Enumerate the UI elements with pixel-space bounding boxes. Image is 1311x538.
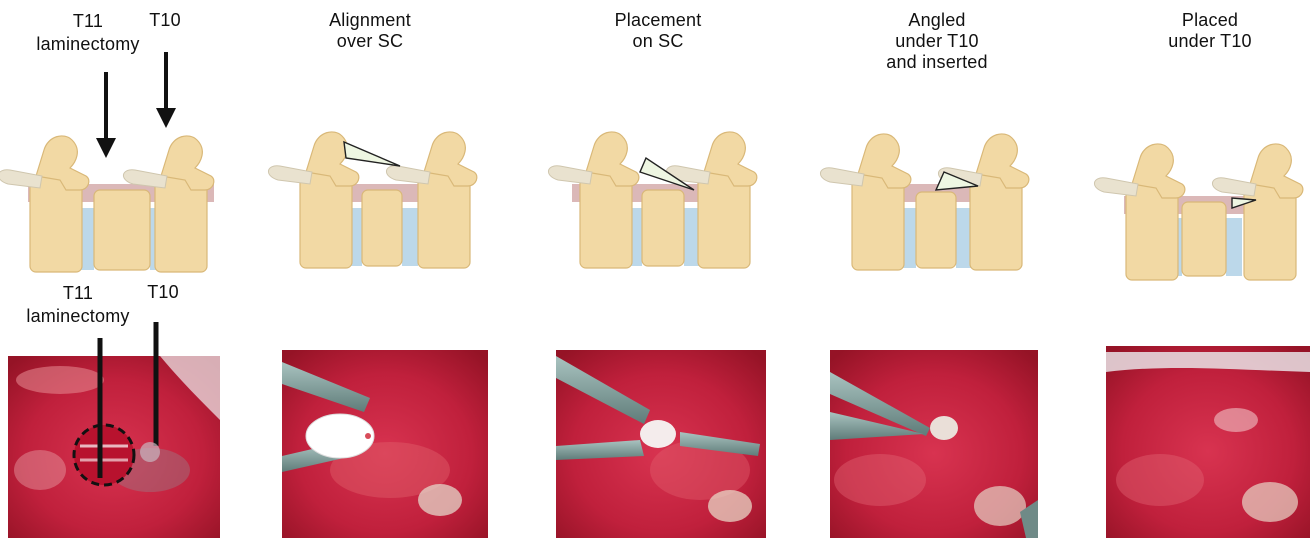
implant	[640, 420, 676, 448]
vertebral-body	[94, 190, 150, 270]
panel-2-diagram	[268, 132, 476, 268]
laminectomy-circle	[74, 425, 134, 485]
panel-2-title: Alignment over SC	[300, 10, 440, 52]
implant	[930, 416, 958, 440]
panel-1-diagram	[0, 52, 214, 272]
implant-wedge	[344, 142, 400, 166]
panel-3-title: Placement on SC	[588, 10, 728, 52]
panel-3-photo	[556, 350, 766, 538]
panel-2-photo	[282, 350, 488, 538]
label-t11-laminectomy-top: T11 laminectomy	[18, 10, 158, 56]
label-t11-laminectomy-bottom: T11 laminectomy	[8, 282, 148, 328]
panel-4-title: Angled under T10 and inserted	[862, 10, 1012, 73]
implant	[306, 414, 374, 458]
panel-5-diagram	[1094, 144, 1302, 280]
panel-5-title: Placed under T10	[1150, 10, 1270, 52]
panel-4-diagram	[820, 134, 1028, 270]
panel-3-diagram	[548, 132, 756, 268]
label-t10-top: T10	[140, 10, 190, 31]
panel-5-photo	[1106, 346, 1310, 538]
panel-1-photo	[8, 322, 220, 538]
panel-4-photo	[830, 350, 1038, 538]
label-t10-bottom: T10	[138, 282, 188, 303]
